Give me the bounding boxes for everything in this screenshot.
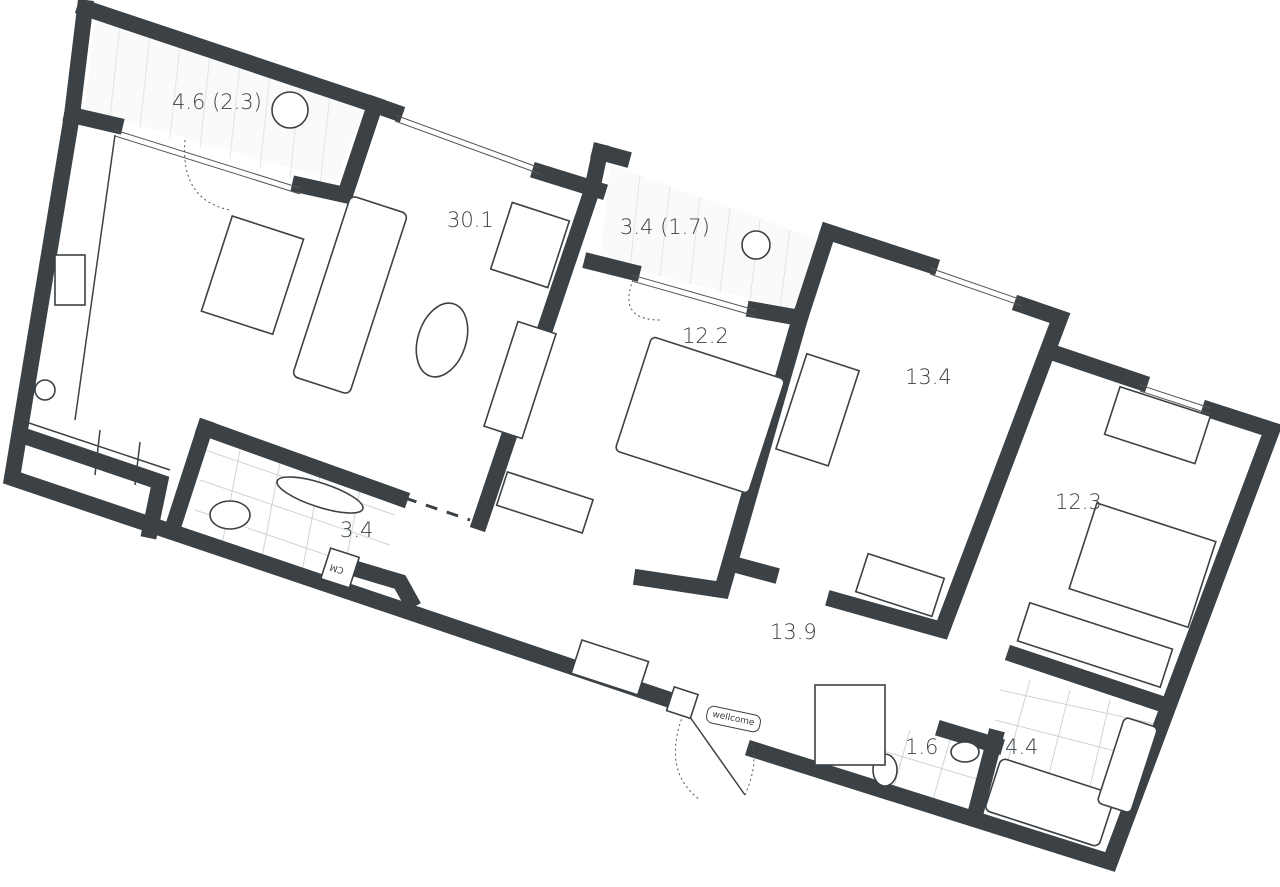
room-area-bedroom-1: 12.2: [682, 324, 729, 348]
room-area-hallway: 13.9: [770, 620, 817, 644]
room-area-balcony-1: 4.6 (2.3): [172, 90, 262, 114]
balcony-2-floor: [600, 165, 820, 310]
room-area-bathroom-1: 3.4: [340, 518, 374, 542]
furniture: [34, 91, 1217, 847]
doors: [184, 139, 755, 801]
room-area-balcony-2: 3.4 (1.7): [620, 215, 710, 239]
room-area-bedroom-3: 12.3: [1055, 490, 1102, 514]
room-area-toilet: 1.6: [905, 735, 939, 759]
windows: [114, 114, 1211, 415]
room-area-bathroom-2: 4.4: [1005, 735, 1039, 759]
room-area-bedroom-2: 13.4: [905, 365, 952, 389]
room-area-living-kitchen: 30.1: [447, 208, 494, 232]
balcony-1-floor: [85, 20, 365, 186]
